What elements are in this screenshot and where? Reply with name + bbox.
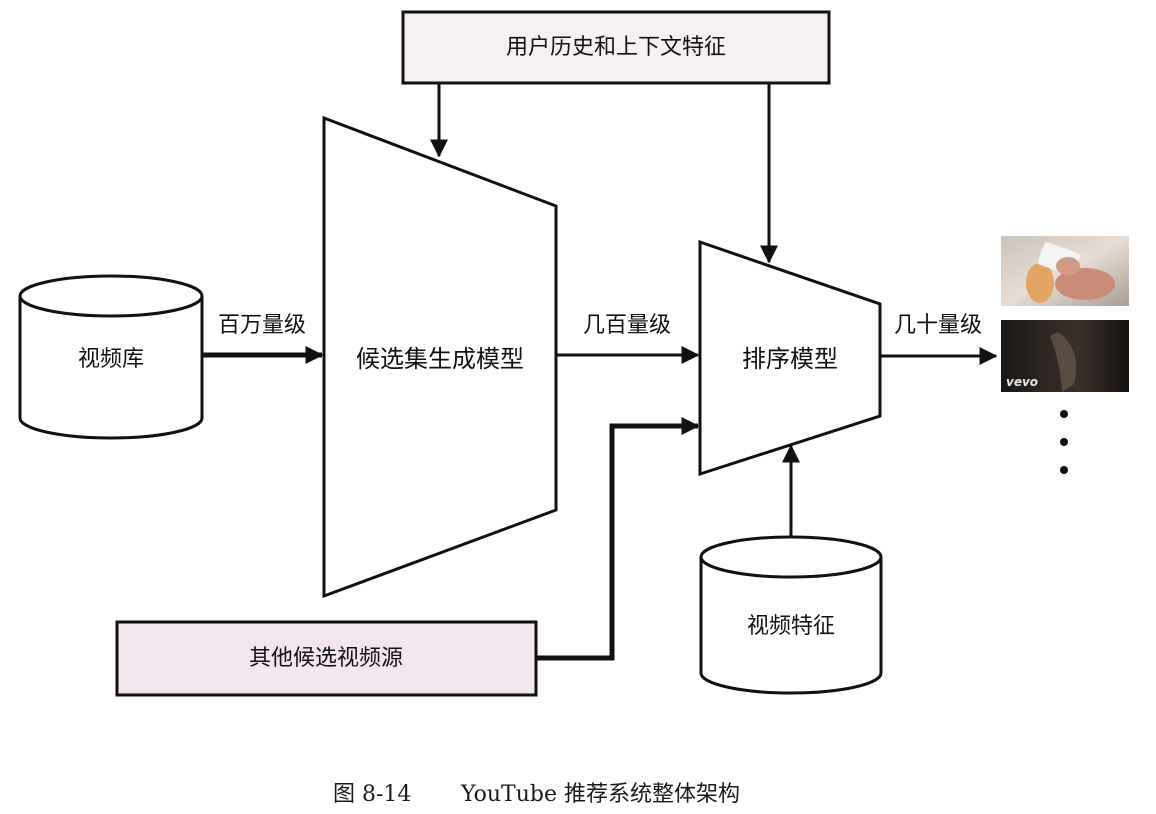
video-features-label: 视频特征	[747, 614, 835, 639]
arrow-other-to-ranking	[536, 417, 700, 661]
ranking-model-label: 排序模型	[742, 345, 838, 373]
candidate-model-label: 候选集生成模型	[356, 345, 524, 373]
user-history-label: 用户历史和上下文特征	[506, 35, 726, 60]
user-history-box: 用户历史和上下文特征	[401, 10, 831, 85]
figure-number: 图 8-14	[333, 782, 411, 807]
figure-title: YouTube 推荐系统整体架构	[460, 782, 740, 807]
ranking-model: 排序模型	[698, 239, 882, 477]
other-sources-box: 其他候选视频源	[115, 620, 538, 697]
vevo-logo: vevo	[1006, 375, 1038, 389]
edge-label-hundreds: 几百量级	[583, 313, 671, 338]
candidate-generation-model: 候选集生成模型	[322, 115, 558, 599]
video-features-cylinder: 视频特征	[699, 535, 883, 695]
video-corpus-label: 视频库	[78, 347, 144, 372]
output-video-thumbnail-1	[1001, 236, 1129, 306]
edge-label-dozens: 几十量级	[894, 313, 982, 338]
video-corpus-cylinder: 视频库	[18, 274, 204, 440]
more-results-ellipsis	[1060, 410, 1068, 474]
output-video-thumbnail-2: vevo	[1001, 320, 1129, 392]
other-sources-label: 其他候选视频源	[249, 646, 403, 671]
edge-label-millions: 百万量级	[218, 313, 306, 338]
